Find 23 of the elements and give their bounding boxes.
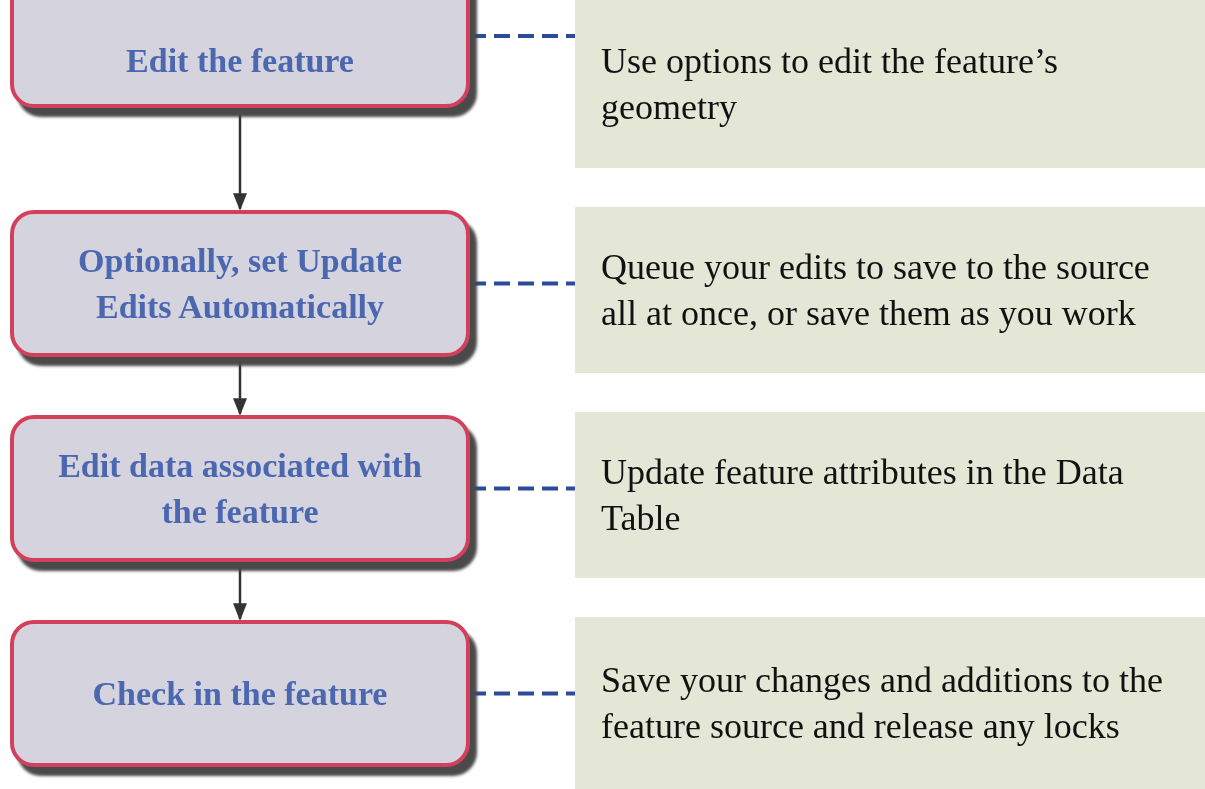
process-box (10, 620, 470, 767)
arrow (233, 112, 247, 211)
process-box (10, 415, 470, 562)
description-panel (575, 0, 1205, 168)
step-label: Check in the feature (92, 673, 388, 714)
dashed-connector (470, 691, 575, 696)
dashed-connector (470, 34, 575, 38)
process-box (10, 0, 470, 108)
arrow (233, 361, 247, 416)
description-panel (575, 412, 1205, 578)
description-panel (575, 617, 1205, 789)
description-text: Queue your edits to save to the source all at once, or save them as you work (601, 246, 1151, 335)
arrow (233, 566, 247, 621)
step-label: Edit data associated with the feature (57, 445, 423, 532)
dashed-connector (470, 281, 575, 286)
description-text: Use options to edit the feature’s geometry (601, 40, 1059, 129)
description-text: Save your changes and additions to the feature source and release any locks (601, 659, 1164, 748)
dashed-connector (470, 486, 575, 491)
process-box (10, 210, 470, 357)
step-label: Optionally, set Update Edits Automatically (77, 240, 403, 327)
step-label: Edit the feature (126, 41, 354, 81)
description-panel (575, 207, 1205, 373)
description-text: Update feature attributes in the Data Table (601, 451, 1125, 540)
